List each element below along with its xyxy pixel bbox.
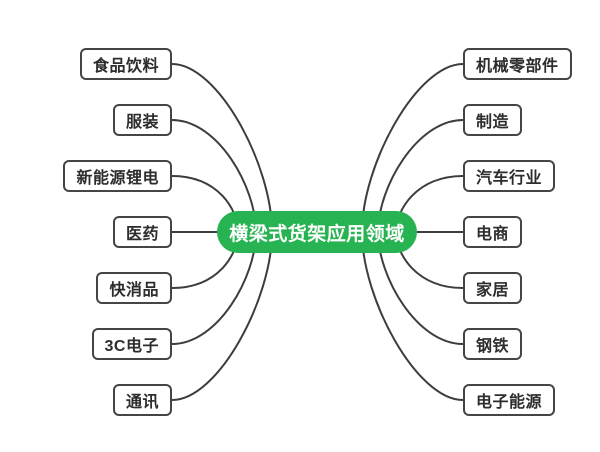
branch-node-right-3: 电商 (463, 216, 523, 248)
branch-node-label: 食品饮料 (92, 58, 159, 75)
connector-right-6 (361, 231, 464, 401)
branch-node-right-0: 机械零部件 (463, 48, 572, 80)
branch-node-label: 医药 (125, 226, 159, 243)
branch-node-right-4: 家居 (463, 272, 523, 304)
branch-node-right-6: 电子能源 (463, 384, 556, 416)
branch-node-label: 服装 (125, 114, 159, 131)
branch-node-label: 制造 (476, 114, 510, 131)
branch-node-label: 通讯 (125, 394, 159, 411)
branch-node-label: 钢铁 (476, 338, 510, 355)
branch-node-label: 新能源锂电 (76, 170, 159, 187)
branch-node-left-5: 3C电子 (91, 328, 172, 360)
branch-node-label: 快消品 (109, 282, 159, 299)
branch-node-left-2: 新能源锂电 (63, 160, 172, 192)
branch-node-label: 汽车行业 (476, 170, 543, 187)
branch-node-left-0: 食品饮料 (79, 48, 172, 80)
branch-node-right-5: 钢铁 (463, 328, 523, 360)
branch-node-label: 3C电子 (104, 338, 159, 355)
branch-node-left-4: 快消品 (96, 272, 172, 304)
branch-node-left-6: 通讯 (112, 384, 172, 416)
branch-node-right-1: 制造 (463, 104, 523, 136)
branch-node-label: 家居 (476, 282, 510, 299)
branch-node-label: 电子能源 (476, 394, 543, 411)
branch-node-label: 机械零部件 (476, 58, 559, 75)
connector-right-0 (361, 63, 464, 233)
center-node: 横梁式货架应用领域 (217, 211, 417, 253)
branch-node-left-1: 服装 (112, 104, 172, 136)
connector-left-0 (171, 63, 273, 233)
branch-node-left-3: 医药 (112, 216, 172, 248)
branch-node-right-2: 汽车行业 (463, 160, 556, 192)
branch-node-label: 电商 (476, 226, 510, 243)
center-node-label: 横梁式货架应用领域 (229, 223, 405, 245)
connector-left-6 (171, 231, 273, 401)
